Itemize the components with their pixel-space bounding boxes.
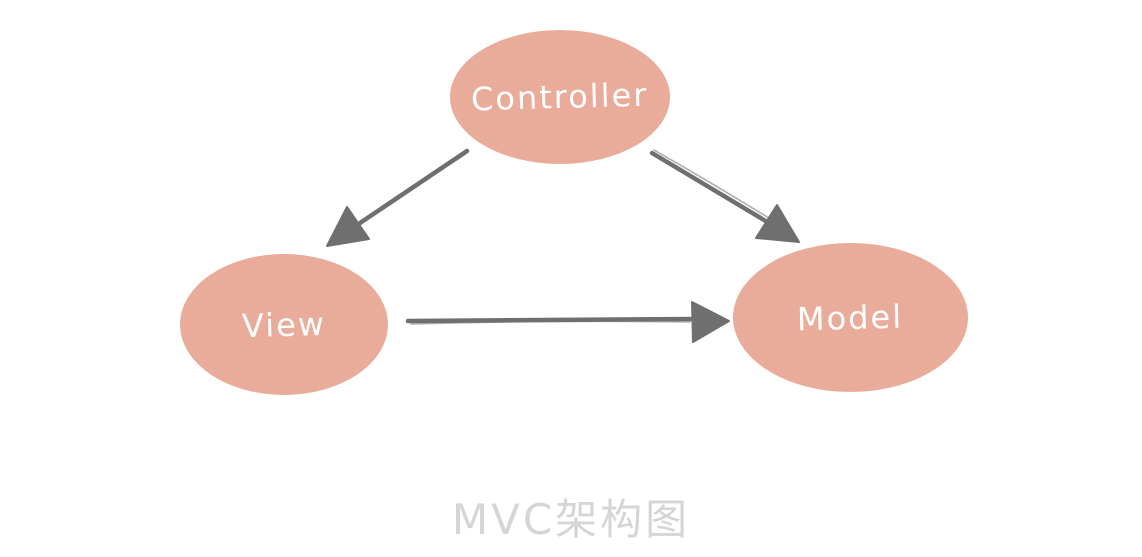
arrow-controller-to-model: [649, 149, 800, 243]
node-model: Model: [733, 243, 968, 392]
node-view-label: View: [241, 304, 327, 345]
node-view: View: [180, 254, 388, 395]
node-controller: Controller: [450, 30, 670, 164]
arrow-controller-to-view: [326, 148, 470, 247]
node-controller-label: Controller: [470, 75, 650, 119]
diagram-title: MVC架构图: [451, 495, 691, 544]
arrow-view-to-model: [405, 301, 730, 343]
node-model-label: Model: [796, 297, 905, 338]
